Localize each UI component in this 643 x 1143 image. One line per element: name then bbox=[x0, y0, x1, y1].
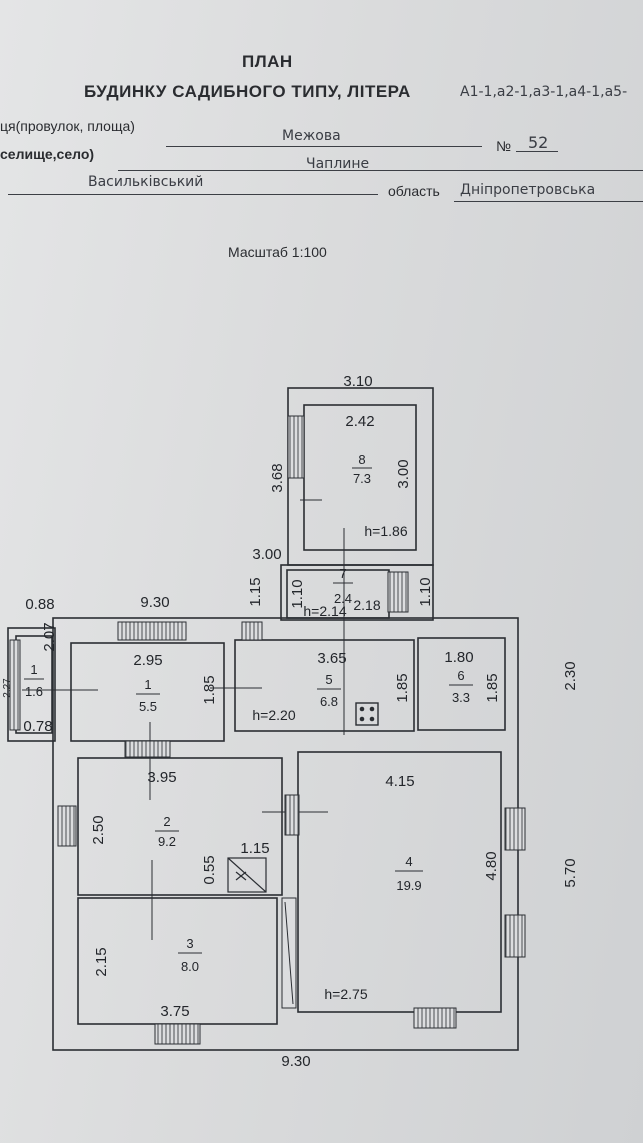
room-4 bbox=[297, 751, 502, 1013]
region-underline bbox=[454, 201, 643, 202]
dimension-label: 3.95 bbox=[147, 769, 176, 786]
number-value: 52 bbox=[528, 133, 549, 152]
street-underline bbox=[166, 146, 482, 147]
dimension-label: 2.30 bbox=[562, 661, 579, 690]
number-label: № bbox=[496, 138, 512, 154]
room-area: 1.6 bbox=[25, 684, 43, 699]
dimension-label: 3.68 bbox=[269, 463, 286, 492]
height-label: h=2.14 bbox=[303, 603, 346, 619]
scale-label: Масштаб 1:100 bbox=[228, 244, 327, 260]
dimension-label: 2.27 bbox=[2, 678, 13, 698]
window bbox=[504, 807, 526, 851]
settlement-underline bbox=[118, 170, 643, 171]
room-number: 1 bbox=[144, 677, 151, 692]
dimension-label: 9.30 bbox=[140, 594, 169, 611]
dimension-label: 2.95 bbox=[133, 652, 162, 669]
settlement-value: Чаплине bbox=[306, 156, 370, 172]
dimension-label: 0.55 bbox=[201, 855, 218, 884]
window bbox=[387, 571, 409, 613]
dimension-label: 4.80 bbox=[483, 851, 500, 880]
district-underline bbox=[8, 194, 378, 195]
room-number: 6 bbox=[457, 668, 464, 683]
dimension-label: 1.15 bbox=[247, 577, 264, 606]
room-area: 8.0 bbox=[181, 959, 199, 974]
porch-outer bbox=[7, 627, 56, 742]
street-value: Межова bbox=[282, 128, 341, 144]
height-label: h=1.86 bbox=[364, 523, 407, 539]
window bbox=[284, 794, 300, 836]
window bbox=[154, 1023, 201, 1045]
dimension-label: 3.10 bbox=[343, 373, 372, 390]
dimension-label: 1.80 bbox=[444, 649, 473, 666]
stairs-symbol bbox=[227, 857, 267, 893]
number-underline bbox=[516, 151, 558, 152]
room-5 bbox=[234, 639, 415, 732]
dimension-label: 3.75 bbox=[160, 1003, 189, 1020]
dimension-label: 3.00 bbox=[395, 459, 412, 488]
room-2 bbox=[77, 757, 283, 896]
dimension-label: 4.15 bbox=[385, 773, 414, 790]
dimension-label: 2.15 bbox=[93, 947, 110, 976]
room-area: 9.2 bbox=[158, 834, 176, 849]
room-6 bbox=[417, 637, 506, 731]
dimension-label: 0.78 bbox=[23, 718, 52, 735]
room-7-outer bbox=[280, 564, 434, 621]
window bbox=[241, 621, 263, 641]
region-value: Дніпропетровська bbox=[460, 182, 596, 198]
settlement-label: селище,село) bbox=[0, 146, 95, 162]
room-area: 6.8 bbox=[320, 694, 338, 709]
district-value: Васильківський bbox=[88, 174, 204, 190]
dimension-label: 2.50 bbox=[90, 815, 107, 844]
wall-slot-line bbox=[284, 901, 294, 1005]
dimension-label: 9.30 bbox=[281, 1053, 310, 1070]
plan-title: ПЛАН bbox=[242, 52, 293, 71]
window bbox=[117, 621, 187, 641]
dimension-label: 1.10 bbox=[417, 577, 434, 606]
room-number: 3 bbox=[186, 936, 193, 951]
dimension-label: 0.88 bbox=[25, 596, 54, 613]
height-label: h=2.75 bbox=[324, 986, 367, 1002]
dimension-label: 2.07 bbox=[41, 622, 58, 651]
litera-value: А1-1,а2-1,а3-1,а4-1,а5- bbox=[460, 84, 628, 100]
stove-symbol bbox=[355, 702, 379, 726]
dimension-label: 1.85 bbox=[201, 675, 218, 704]
dimension-label: 2.42 bbox=[345, 413, 374, 430]
window bbox=[9, 639, 21, 731]
room-area: 3.3 bbox=[452, 690, 470, 705]
room-number: 1 bbox=[30, 662, 37, 677]
room-area: 19.9 bbox=[396, 878, 421, 893]
dimension-label: 5.70 bbox=[562, 858, 579, 887]
dimension-label: 1.85 bbox=[484, 673, 501, 702]
room-area: 2.4 bbox=[334, 591, 352, 606]
room-number: 2 bbox=[163, 814, 170, 829]
room-area: 7.3 bbox=[353, 471, 371, 486]
room-number: 8 bbox=[358, 452, 365, 467]
region-label: область bbox=[388, 183, 440, 199]
plan-subtitle: БУДИНКУ САДИБНОГО ТИПУ, ЛІТЕРА bbox=[84, 82, 411, 101]
street-label: ця(провулок, площа) bbox=[0, 118, 135, 134]
room-number: 4 bbox=[405, 854, 412, 869]
dimension-label: 3.65 bbox=[317, 650, 346, 667]
dimension-label: 2.18 bbox=[353, 597, 380, 613]
window bbox=[57, 805, 77, 847]
window bbox=[504, 914, 526, 958]
dimension-label: 3.00 bbox=[252, 546, 281, 563]
height-label: h=2.20 bbox=[252, 707, 295, 723]
window bbox=[124, 740, 171, 758]
room-number: 5 bbox=[325, 672, 332, 687]
window bbox=[287, 415, 305, 479]
dimension-label: 1.15 bbox=[240, 840, 269, 857]
room-number: 7 bbox=[339, 566, 346, 581]
dimension-label: 1.85 bbox=[394, 673, 411, 702]
window bbox=[413, 1007, 457, 1029]
dimension-label: 1.10 bbox=[289, 579, 306, 608]
room-area: 5.5 bbox=[139, 699, 157, 714]
